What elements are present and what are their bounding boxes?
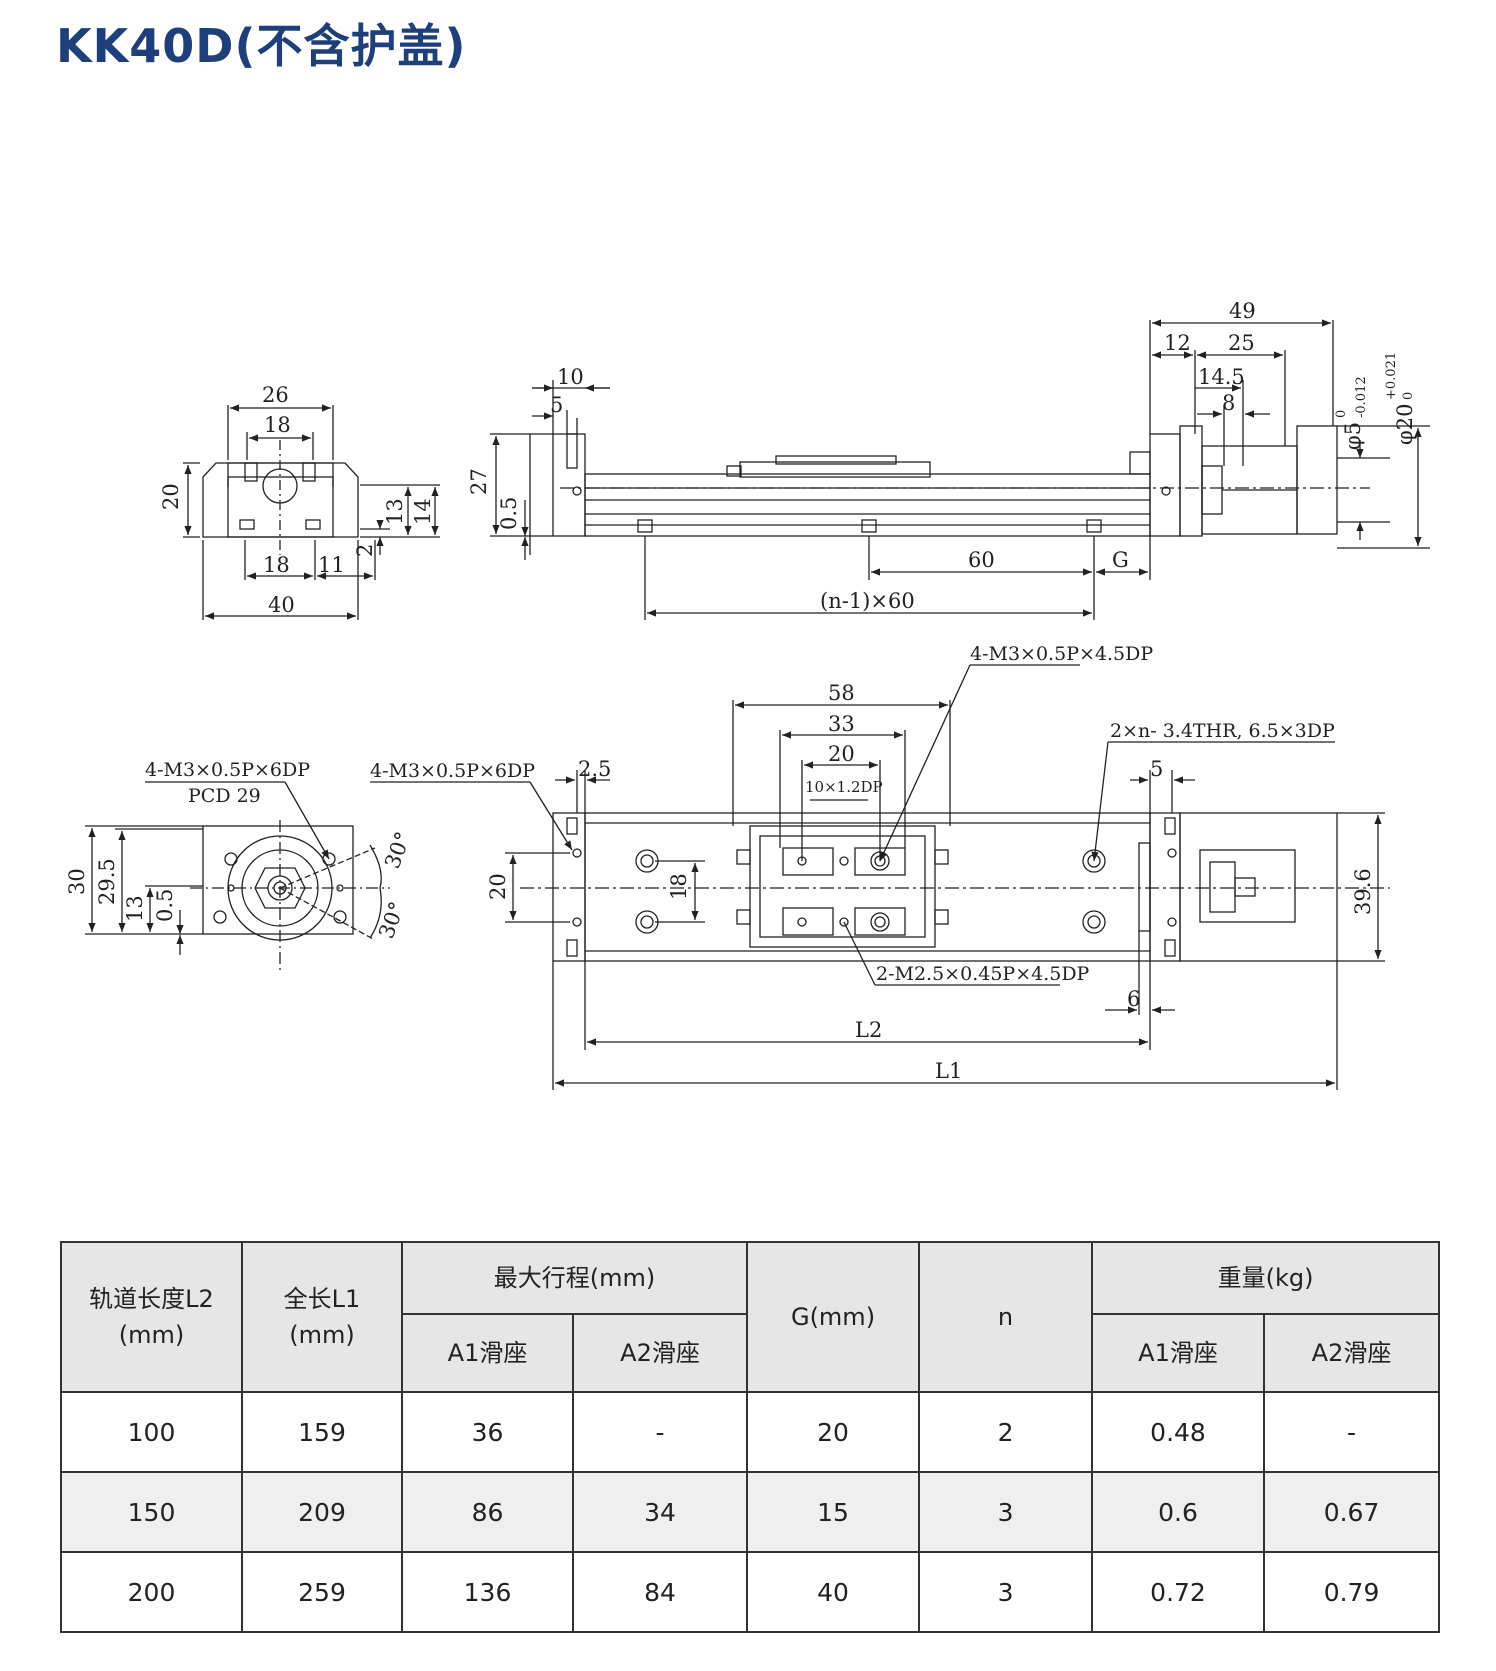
cell-n: 2 (918, 1391, 1094, 1473)
cell-stroke-a2: 34 (571, 1471, 749, 1553)
cell-n: 3 (918, 1471, 1094, 1553)
cell-weight-a2: - (1263, 1391, 1441, 1473)
dim-flange-05: 0.5 (153, 889, 177, 922)
cell-rail-length: 200 (60, 1551, 243, 1633)
dim-motor-boss-tol-lower: 0 (1401, 392, 1416, 400)
dim-side-05: 0.5 (497, 497, 521, 530)
dim-top-L2: L2 (855, 1018, 882, 1042)
flange-view (85, 781, 390, 970)
cell-weight-a2: 0.79 (1263, 1551, 1441, 1633)
dim-motor-shaft-tol-upper: 0 (1334, 410, 1349, 418)
dim-top-25: 2.5 (578, 757, 611, 781)
dim-end-18b: 18 (263, 553, 290, 577)
dim-top-6: 6 (1127, 987, 1140, 1011)
dim-motor-49: 49 (1229, 299, 1256, 323)
end-view (183, 404, 440, 620)
cell-stroke-a1: 136 (401, 1551, 574, 1633)
cell-weight-a1: 0.48 (1091, 1391, 1266, 1473)
cell-stroke-a2: - (571, 1391, 749, 1473)
dim-side-5: 5 (550, 393, 563, 417)
dim-motor-shaft: φ5 (1341, 422, 1365, 450)
header-weight-a1: A1滑座 (1091, 1313, 1266, 1393)
top-small-tap-label: 10×1.2DP (805, 778, 883, 796)
cell-rail-length: 150 (60, 1471, 243, 1553)
top-table-tap-label: 4-M3×0.5P×4.5DP (970, 643, 1153, 665)
dim-end-18: 18 (264, 413, 291, 437)
dim-top-18: 18 (667, 873, 691, 900)
dim-side-27: 27 (467, 468, 491, 495)
dim-top-20: 20 (828, 742, 855, 766)
dim-top-5: 5 (1150, 757, 1163, 781)
dim-side-g: G (1112, 548, 1129, 572)
dim-end-14: 14 (411, 498, 435, 525)
table-row: 200 259 136 84 40 3 0.72 0.79 (60, 1551, 1441, 1633)
dim-top-396: 39.6 (1351, 868, 1375, 915)
cell-weight-a1: 0.72 (1091, 1551, 1266, 1633)
top-center-tap-label: 2-M2.5×0.45P×4.5DP (876, 963, 1090, 985)
cell-weight-a1: 0.6 (1091, 1471, 1266, 1553)
table-row: 100 159 36 - 20 2 0.48 - (60, 1391, 1441, 1473)
dim-end-2: 2 (353, 544, 377, 557)
cell-g: 20 (746, 1391, 921, 1473)
table-row: 150 209 86 34 15 3 0.6 0.67 (60, 1471, 1441, 1553)
flange-pcd-label: PCD 29 (188, 785, 261, 807)
dim-end-13: 13 (383, 498, 407, 525)
dim-flange-30: 30 (65, 868, 89, 895)
dim-top-20w: 20 (486, 873, 510, 900)
dim-motor-shaft-tol-lower: -0.012 (1354, 376, 1369, 418)
cell-stroke-a2: 84 (571, 1551, 749, 1633)
dim-side-60: 60 (968, 548, 995, 572)
header-total-length: 全长L1 (mm) (241, 1241, 403, 1393)
dim-flange-13: 13 (123, 895, 147, 922)
top-mount-label: 2×n- 3.4THR, 6.5×3DP (1110, 720, 1335, 742)
dim-top-58: 58 (828, 681, 855, 705)
dim-end-20: 20 (159, 483, 183, 510)
flange-tap-label: 4-M3×0.5P×6DP (145, 759, 310, 781)
top-end-tap-label: 4-M3×0.5P×6DP (370, 760, 535, 782)
cell-stroke-a1: 86 (401, 1471, 574, 1553)
technical-drawing: 26 18 20 13 14 2 18 11 40 10 5 27 0.5 60… (65, 299, 1430, 1090)
flange-angle-1: 30° (380, 829, 415, 872)
dim-top-L1: L1 (935, 1059, 962, 1083)
header-weight-a2: A2滑座 (1263, 1313, 1441, 1393)
header-rail-length: 轨道长度L2 (mm) (60, 1241, 243, 1393)
header-max-stroke: 最大行程(mm) (400, 1241, 749, 1315)
dim-end-26: 26 (262, 383, 289, 407)
cell-total-length: 209 (241, 1471, 403, 1553)
header-weight: 重量(kg) (1091, 1241, 1441, 1315)
header-n: n (918, 1241, 1094, 1393)
page-title: KK40D(不含护盖) (56, 19, 467, 73)
cell-rail-length: 100 (60, 1391, 243, 1473)
cell-total-length: 159 (241, 1391, 403, 1473)
cell-weight-a2: 0.67 (1263, 1471, 1441, 1553)
dim-motor-25: 25 (1228, 331, 1255, 355)
dim-motor-12: 12 (1164, 331, 1191, 355)
header-stroke-a1: A1滑座 (401, 1313, 574, 1393)
dim-end-11: 11 (318, 553, 345, 577)
dim-motor-boss: φ20 (1393, 404, 1417, 445)
dim-flange-295: 29.5 (95, 858, 119, 905)
top-view (370, 664, 1390, 1090)
header-g: G(mm) (746, 1241, 921, 1393)
dim-side-pitch: (n-1)×60 (820, 589, 915, 613)
dim-side-10: 10 (557, 365, 584, 389)
dim-motor-8: 8 (1222, 391, 1235, 415)
cell-g: 40 (746, 1551, 921, 1633)
dim-top-33: 33 (828, 712, 855, 736)
cell-n: 3 (918, 1551, 1094, 1633)
side-view (490, 319, 1430, 620)
dim-end-40: 40 (268, 593, 295, 617)
dim-motor-boss-tol-upper: +0.021 (1384, 352, 1399, 400)
flange-angle-2: 30° (374, 899, 409, 942)
dim-motor-145: 14.5 (1198, 365, 1245, 389)
header-stroke-a2: A2滑座 (571, 1313, 749, 1393)
cell-g: 15 (746, 1471, 921, 1553)
cell-stroke-a1: 36 (401, 1391, 574, 1473)
spec-table: 轨道长度L2 (mm) 全长L1 (mm) 最大行程(mm) G(mm) n 重… (60, 1241, 1441, 1633)
cell-total-length: 259 (241, 1551, 403, 1633)
